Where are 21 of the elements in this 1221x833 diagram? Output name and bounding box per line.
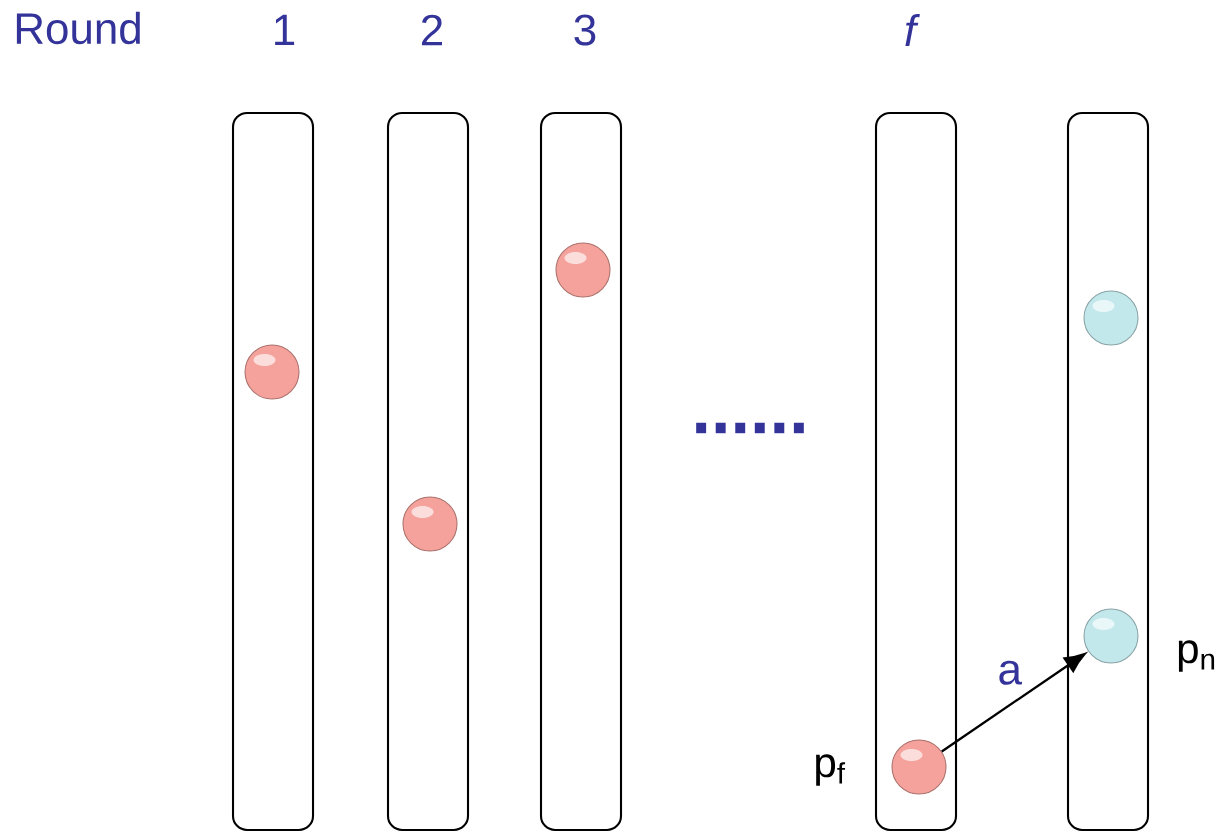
ball bbox=[1083, 608, 1139, 664]
point-label: p$_{f}$ bbox=[816, 754, 846, 786]
column-number: f bbox=[905, 14, 920, 46]
column-bar bbox=[539, 111, 623, 832]
column-number: 1 bbox=[275, 14, 295, 46]
ball bbox=[1083, 290, 1139, 346]
ball bbox=[244, 344, 300, 400]
point-label: p$_{n}$ bbox=[1178, 640, 1215, 672]
ball bbox=[402, 496, 458, 552]
ellipsis-dots: ...... bbox=[696, 422, 804, 434]
column-bar bbox=[874, 111, 958, 832]
arrow bbox=[941, 652, 1086, 753]
edge-label: a bbox=[999, 660, 1022, 685]
column-bar bbox=[386, 111, 470, 832]
column-bar bbox=[1066, 111, 1150, 832]
row-heading: Round bbox=[16, 11, 140, 45]
ball bbox=[891, 739, 947, 795]
ball bbox=[555, 242, 611, 298]
column-bar bbox=[231, 111, 315, 832]
column-number: 3 bbox=[574, 14, 596, 46]
column-number: 2 bbox=[422, 14, 442, 46]
